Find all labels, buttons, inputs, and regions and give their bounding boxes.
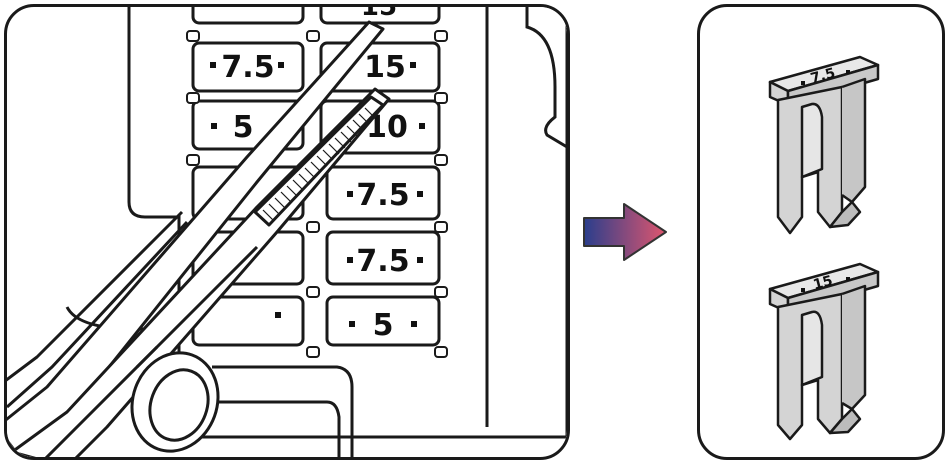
- fuse-label-top-right: 15: [361, 7, 397, 22]
- fuse-label-5: 5: [233, 110, 254, 145]
- removed-fuses-scene: 7.5 15: [768, 55, 880, 441]
- fuse-slot-column-right: [319, 7, 441, 347]
- slot-connector-tabs: [186, 30, 448, 358]
- fuse-label-7-5: 7.5: [221, 50, 274, 85]
- fuse-label-5-b: 5: [373, 308, 394, 343]
- fuse-box-scene: 15 7.5 15 5 10 7.5 7.5 5: [7, 7, 567, 457]
- removed-fuse-label-7-5: 7.5: [809, 65, 837, 87]
- mini-fuse-15: 15: [768, 262, 880, 441]
- fuse-labels: 15 7.5 15 5 10 7.5 7.5 5: [210, 7, 425, 343]
- tweezer-grip-texture: [262, 107, 376, 221]
- fuse-label-7-5-c: 7.5: [356, 244, 409, 279]
- tweezer-pivot-knob: [130, 345, 220, 453]
- fuse-label-15: 15: [364, 50, 406, 85]
- fuse-label-7-5-b: 7.5: [356, 178, 409, 213]
- direction-arrow-icon: [583, 203, 667, 261]
- mini-fuse-7-5: 7.5: [768, 55, 880, 235]
- removed-fuse-label-15: 15: [811, 273, 834, 293]
- fuse-box-illustration-panel: 15 7.5 15 5 10 7.5 7.5 5: [4, 4, 570, 460]
- removed-fuses-panel: 7.5 15: [697, 4, 945, 460]
